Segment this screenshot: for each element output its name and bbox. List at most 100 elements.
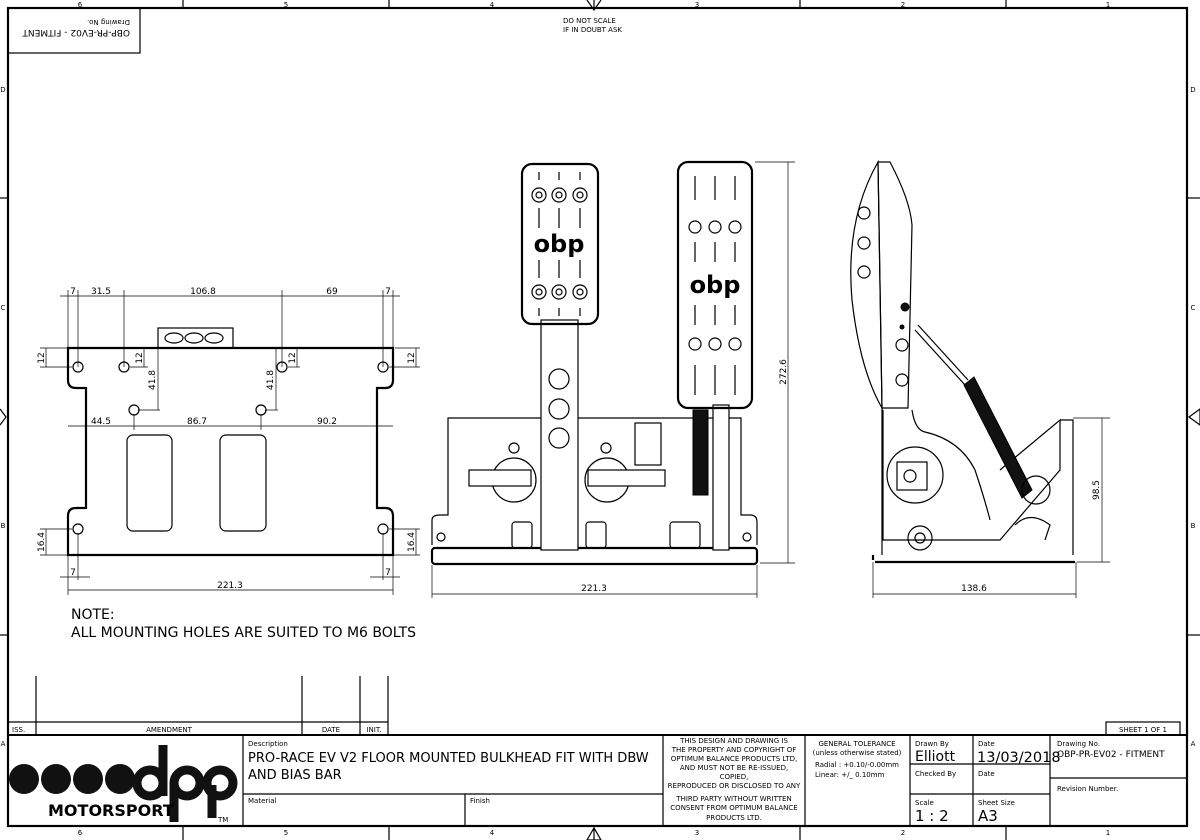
copyright-notice: THIS DESIGN AND DRAWING IS THE PROPERTY … (668, 737, 801, 822)
dimension-label: 16.4 (407, 532, 417, 552)
cutout (126, 434, 173, 532)
description-line2: AND BIAS BAR (248, 768, 342, 783)
obp-logo-mark: obp (534, 230, 585, 258)
column-label: 1 (1106, 829, 1110, 837)
logo-motorsport-text: MOTORSPORT (48, 801, 174, 820)
copyright-line: COPIED, (720, 773, 749, 781)
copyright-line: THIS DESIGN AND DRAWING IS (679, 737, 788, 745)
sheet-size-value: A3 (978, 807, 998, 825)
centering-arrow-top (586, 0, 602, 12)
dimension-label: 7 (385, 568, 391, 578)
column-label: 2 (901, 829, 905, 837)
revision-number-label: Revision Number. (1057, 785, 1118, 793)
row-label: B (1191, 522, 1196, 530)
master-cylinder-mount (587, 469, 666, 487)
tolerance-linear: Linear: +/_ 0.10mm (815, 771, 885, 779)
plan-view: 7 31.5 106.8 69 7 44.5 86.7 90.2 7 7 221… (37, 287, 420, 595)
column-label: 5 (284, 1, 288, 9)
note-text: ALL MOUNTING HOLES ARE SUITED TO M6 BOLT… (71, 625, 416, 641)
dimension-label: 44.5 (91, 417, 111, 427)
checked-by-label: Checked By (915, 770, 956, 778)
dbw-sensor (634, 422, 662, 466)
checked-date-label: Date (978, 770, 995, 778)
copyright-line: PRODUCTS LTD. (706, 814, 762, 822)
centering-arrow-left (0, 408, 7, 426)
pedal-plate-side (877, 161, 913, 409)
mounting-holes (72, 361, 389, 535)
drawn-by-label: Drawn By (915, 740, 949, 748)
scale-label: Scale (915, 799, 934, 807)
dimension-label: 7 (385, 287, 391, 297)
dimension-lines (872, 417, 1110, 598)
row-label: D (1190, 86, 1195, 94)
inverted-drawing-number-box: Drawing No. OBP-PR-EV02 - FITMENT (7, 7, 141, 54)
material-label: Material (248, 797, 276, 805)
pedal-plate-slots (688, 176, 742, 395)
cutout (219, 434, 267, 532)
copyright-line: THIRD PARTY WITHOUT WRITTEN (675, 795, 791, 803)
brake-pedal-arm (540, 319, 579, 551)
copyright-line: CONSENT FROM OPTIMUM BALANCE (670, 804, 797, 812)
date-label: Date (978, 740, 995, 748)
row-label: A (1191, 740, 1196, 748)
copyright-line: OPTIMUM BALANCE PRODUCTS LTD, (671, 755, 797, 763)
dimension-label: 41.8 (148, 370, 158, 390)
side-base-rail (871, 555, 1075, 564)
base-plate-outline (66, 346, 395, 557)
copyright-line: AND MUST NOT BE RE-ISSUED, (680, 764, 788, 772)
dimension-label: 12 (288, 352, 298, 363)
column-label: 2 (901, 1, 905, 9)
dimension-label: 98.5 (1092, 480, 1102, 500)
if-in-doubt-note: IF IN DOUBT ASK (563, 26, 622, 34)
column-label: 3 (695, 829, 699, 837)
finish-label: Finish (470, 797, 490, 805)
pedal-spring (963, 376, 1033, 499)
tolerance-radial: Radial : +0.10/-0.00mm (815, 761, 899, 769)
sheet-size-label: Sheet Size (978, 799, 1015, 807)
column-label: 6 (78, 1, 83, 9)
amendment-header-date: DATE (322, 726, 340, 734)
column-label: 4 (490, 829, 495, 837)
dimension-label: 90.2 (317, 417, 337, 427)
column-label: 4 (490, 1, 495, 9)
column-label: 5 (284, 829, 288, 837)
master-cylinder-mount (468, 469, 532, 487)
pedal-face-curve (850, 159, 883, 411)
sheet-number: SHEET 1 OF 1 (1119, 726, 1167, 734)
dimension-label: 272.6 (779, 359, 789, 385)
dimension-label: 221.3 (581, 584, 607, 594)
dimension-lines (431, 161, 795, 598)
dimension-label: 86.7 (187, 417, 207, 427)
dimension-label: 12 (135, 352, 145, 363)
dimension-label: 31.5 (91, 287, 111, 297)
centering-arrow-bottom (586, 826, 602, 840)
throttle-pedal-arm (712, 404, 730, 551)
drawing-no-value: OBP-PR-EV02 - FITMENT (1057, 750, 1165, 760)
pedal-plate-slots (531, 172, 588, 316)
column-label: 6 (78, 829, 83, 837)
date-value: 13/03/2018 (977, 750, 1061, 766)
copyright-line: REPRODUCED OR DISCLOSED TO ANY (668, 782, 801, 790)
dimension-label: 7 (70, 287, 76, 297)
do-not-scale-note: DO NOT SCALE (563, 17, 616, 25)
amendment-header-amendment: AMENDMENT (146, 726, 193, 734)
row-label: A (1, 740, 6, 748)
obp-motorsport-logo: MOTORSPORT TM (9, 745, 238, 824)
dimension-label: 12 (407, 352, 417, 363)
throttle-pedal-plate (676, 160, 754, 410)
logo-tm: TM (217, 816, 228, 824)
front-view: obp obp 221.3 272.6 (430, 160, 795, 598)
description-line1: PRO-RACE EV V2 FLOOR MOUNTED BULKHEAD FI… (248, 751, 649, 766)
side-view: 138.6 98.5 (850, 159, 1110, 598)
throttle-spring (692, 409, 709, 496)
amendment-header-init: INIT. (366, 726, 381, 734)
obp-logo-mark: obp (690, 271, 741, 299)
copyright-line: THE PROPERTY AND COPYRIGHT OF (671, 746, 797, 754)
note-title: NOTE: (71, 607, 115, 623)
dimension-label: 41.8 (266, 370, 276, 390)
drawing-no: OBP-PR-EV02 - FITMENT (22, 27, 130, 37)
dimension-label: 138.6 (961, 584, 987, 594)
column-label: 3 (695, 1, 699, 9)
